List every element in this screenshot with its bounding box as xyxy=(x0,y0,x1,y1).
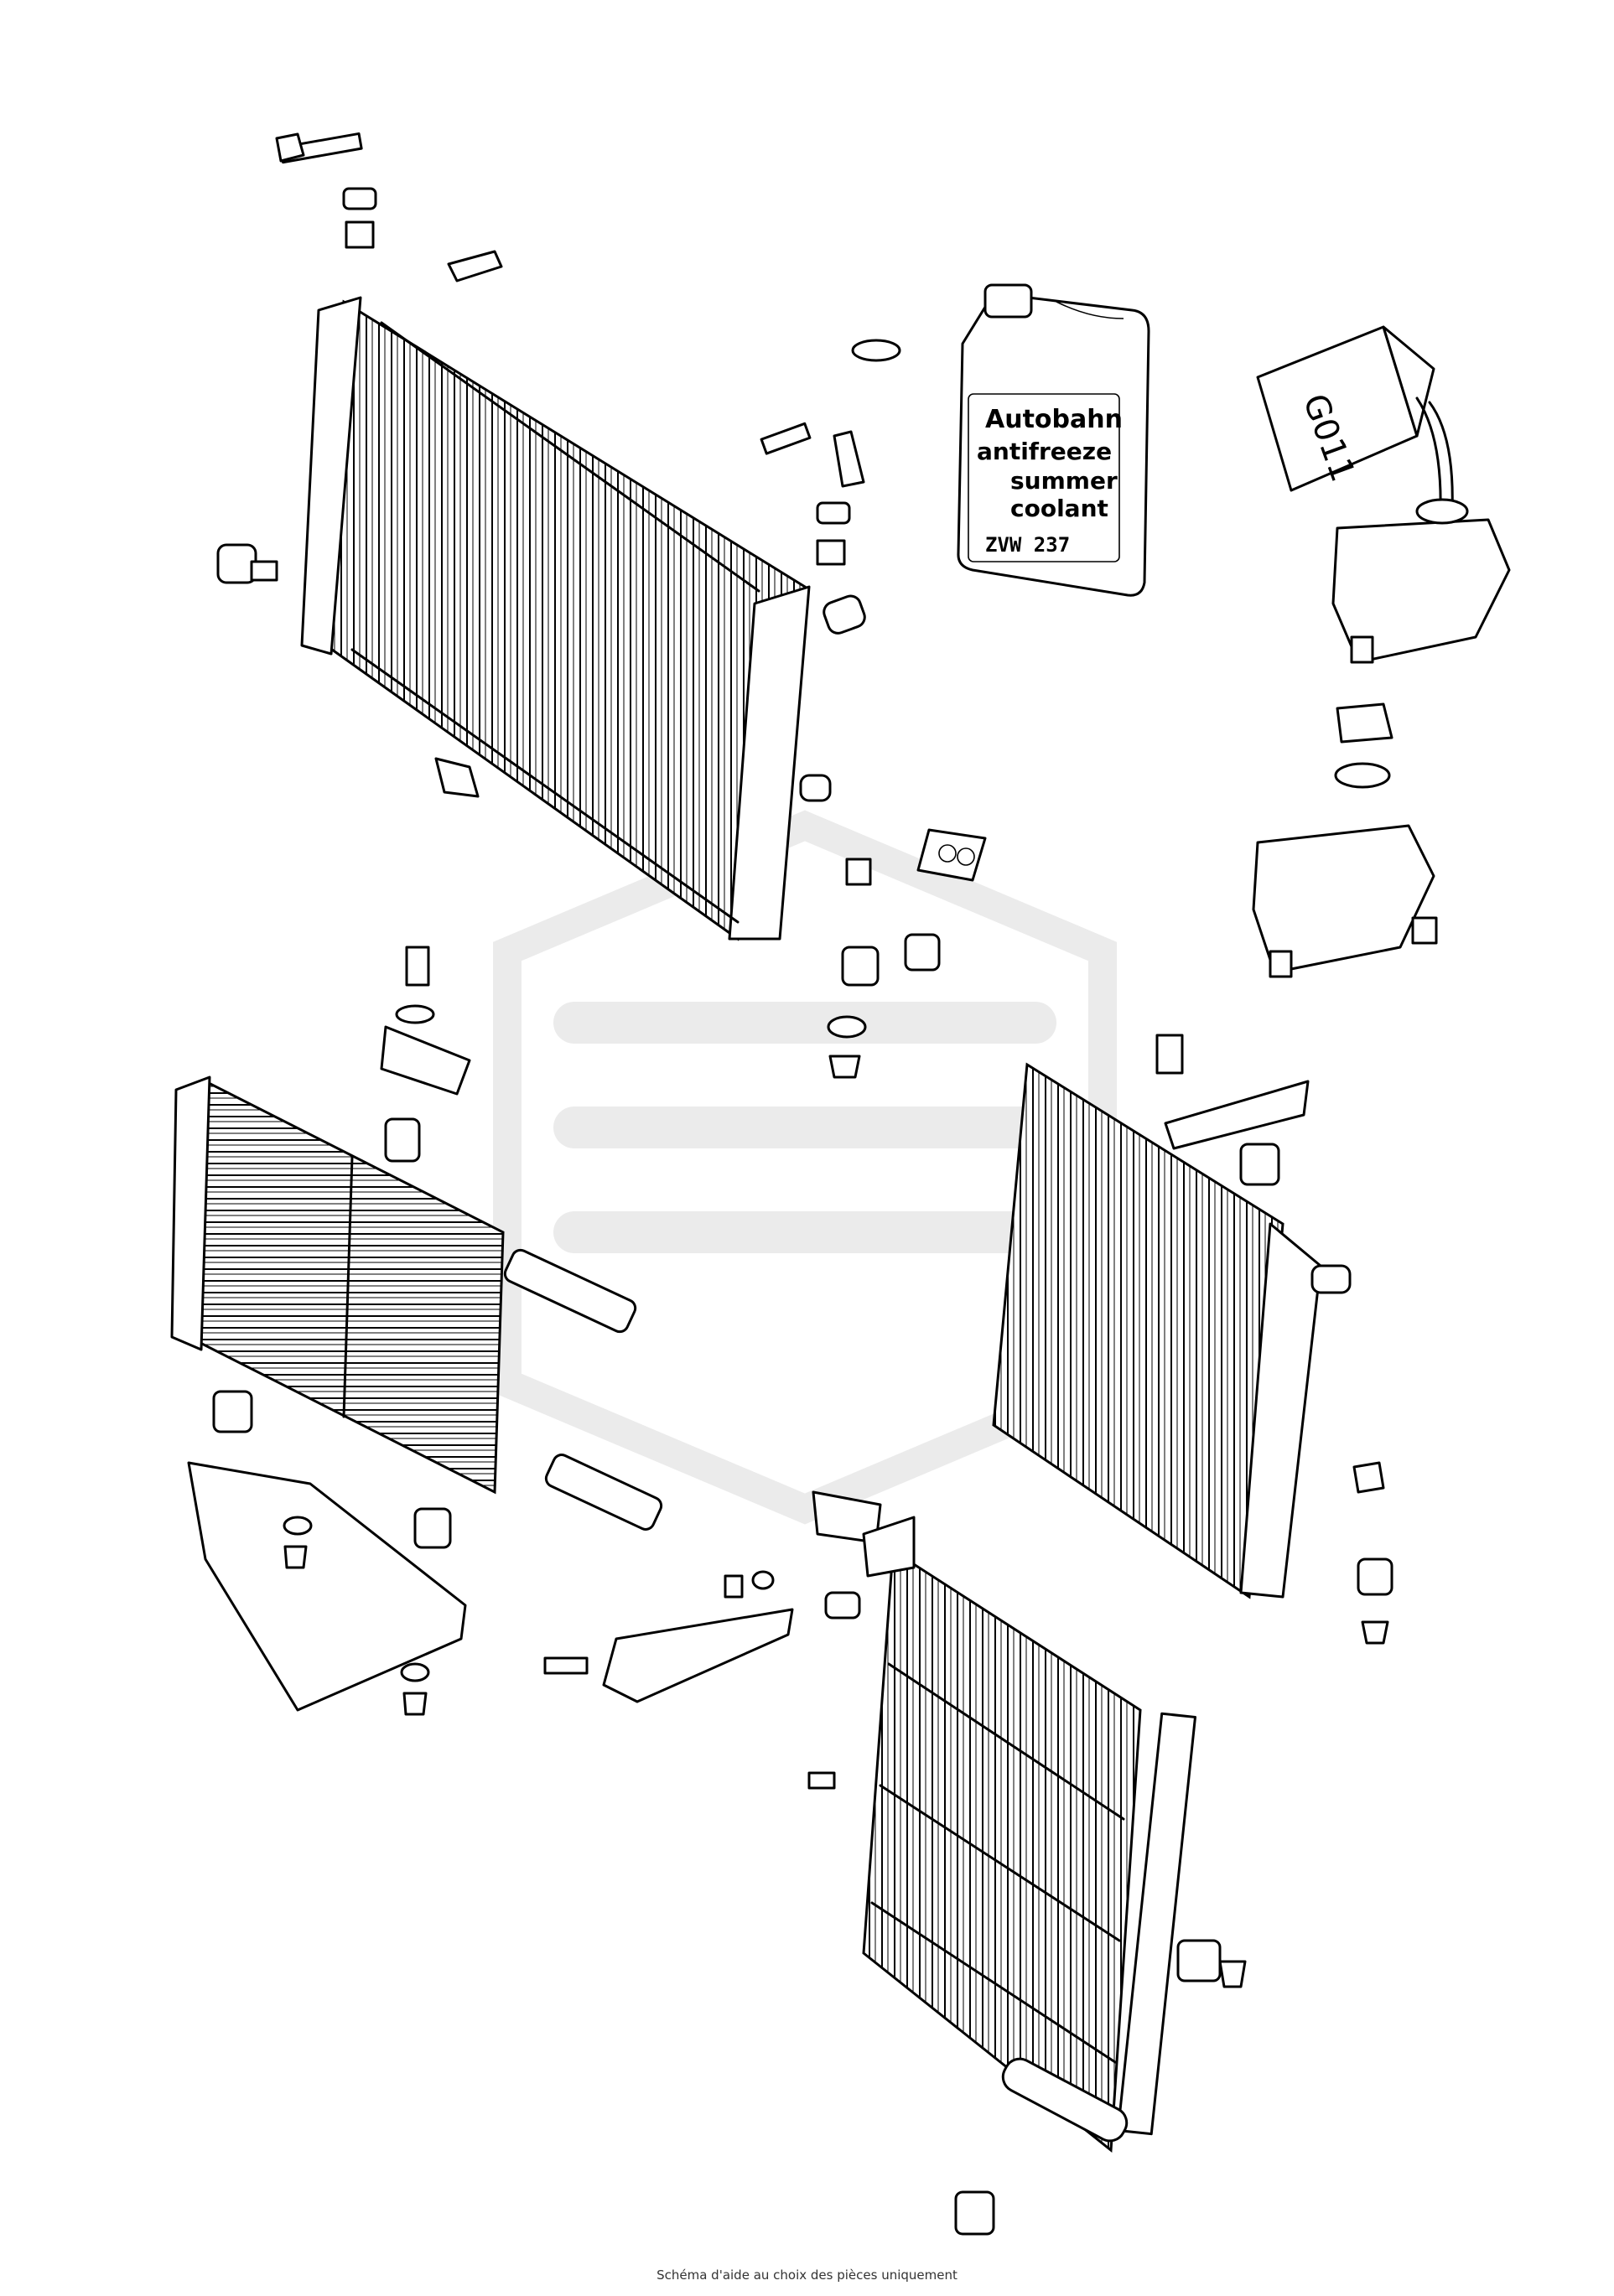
tank-cap xyxy=(1334,702,1393,789)
support-strap xyxy=(543,1490,882,1703)
radiator-mount-bolts xyxy=(447,250,901,886)
top-bolt xyxy=(275,132,377,249)
bottom-radiator xyxy=(862,1516,1196,2153)
coolant-jug: G011 xyxy=(1256,325,1454,513)
coolant-bottle: Autobahn antifreeze summer coolant ZVW 2… xyxy=(957,283,1150,597)
bottle-line3: summer xyxy=(1010,467,1118,495)
radiator-rubber-mounts xyxy=(827,933,941,1079)
left-top-fittings xyxy=(380,946,471,1163)
bottle-line2: antifreeze xyxy=(977,438,1112,465)
bottle-line4: coolant xyxy=(1010,495,1108,522)
bottom-mounts xyxy=(807,1771,1247,2236)
right-fittings xyxy=(1155,1034,1393,1645)
bottle-code: ZVW 237 xyxy=(985,533,1070,557)
left-bottom-bracket xyxy=(187,1390,467,1716)
expansion-tank-upper xyxy=(1331,498,1511,664)
main-radiator xyxy=(300,296,866,941)
temperature-sensor xyxy=(216,543,278,584)
watermark-logo xyxy=(493,810,1117,1525)
right-radiator xyxy=(992,1062,1352,1599)
bracket-clip xyxy=(434,757,480,798)
caption: Schéma d'aide au choix des pièces unique… xyxy=(656,2267,958,2283)
gasket-pad xyxy=(916,828,987,882)
left-radiator xyxy=(170,1075,663,1531)
bottle-line1: Autobahn xyxy=(985,405,1123,434)
expansion-tank-lower xyxy=(1252,824,1438,978)
